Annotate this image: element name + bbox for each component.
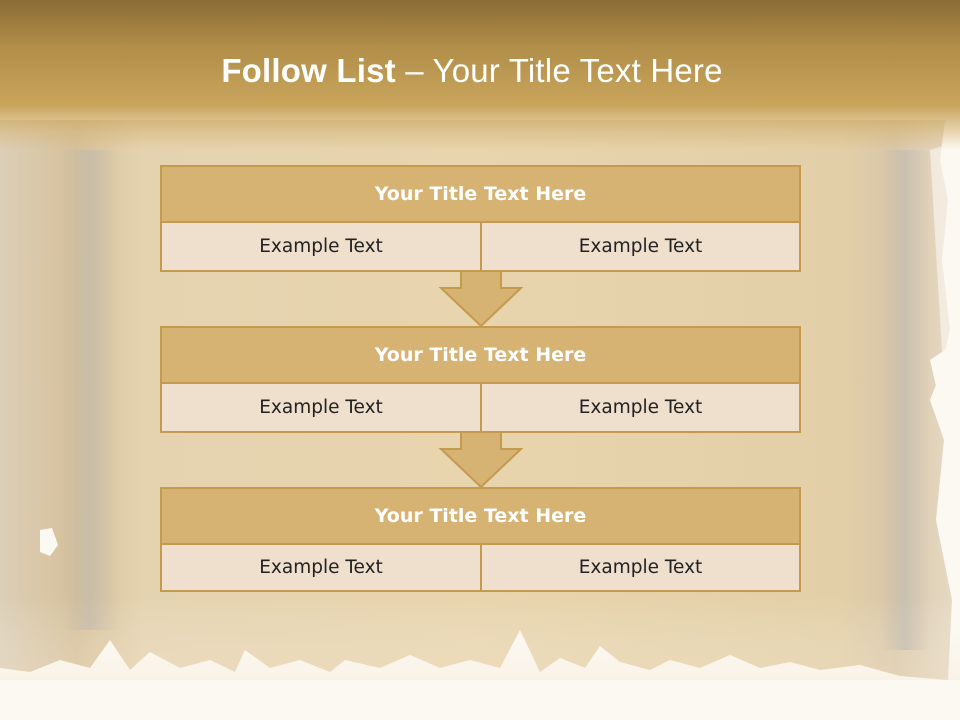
block-title: Your Title Text Here xyxy=(160,487,801,545)
block-title: Your Title Text Here xyxy=(160,165,801,223)
slide-title: Follow List – Your Title Text Here xyxy=(0,52,944,90)
block-cell-right: Example Text xyxy=(480,382,801,433)
header-band xyxy=(0,0,960,150)
block-cell-left: Example Text xyxy=(160,382,482,433)
down-arrow-icon xyxy=(438,270,524,328)
block-title: Your Title Text Here xyxy=(160,326,801,384)
block-cell-right: Example Text xyxy=(480,221,801,272)
block-cell-right: Example Text xyxy=(480,543,801,592)
slide-title-bold: Follow List xyxy=(221,52,396,89)
slide-title-rest: – Your Title Text Here xyxy=(395,52,723,89)
down-arrow-icon xyxy=(438,431,524,489)
block-cell-left: Example Text xyxy=(160,221,482,272)
block-cell-left: Example Text xyxy=(160,543,482,592)
